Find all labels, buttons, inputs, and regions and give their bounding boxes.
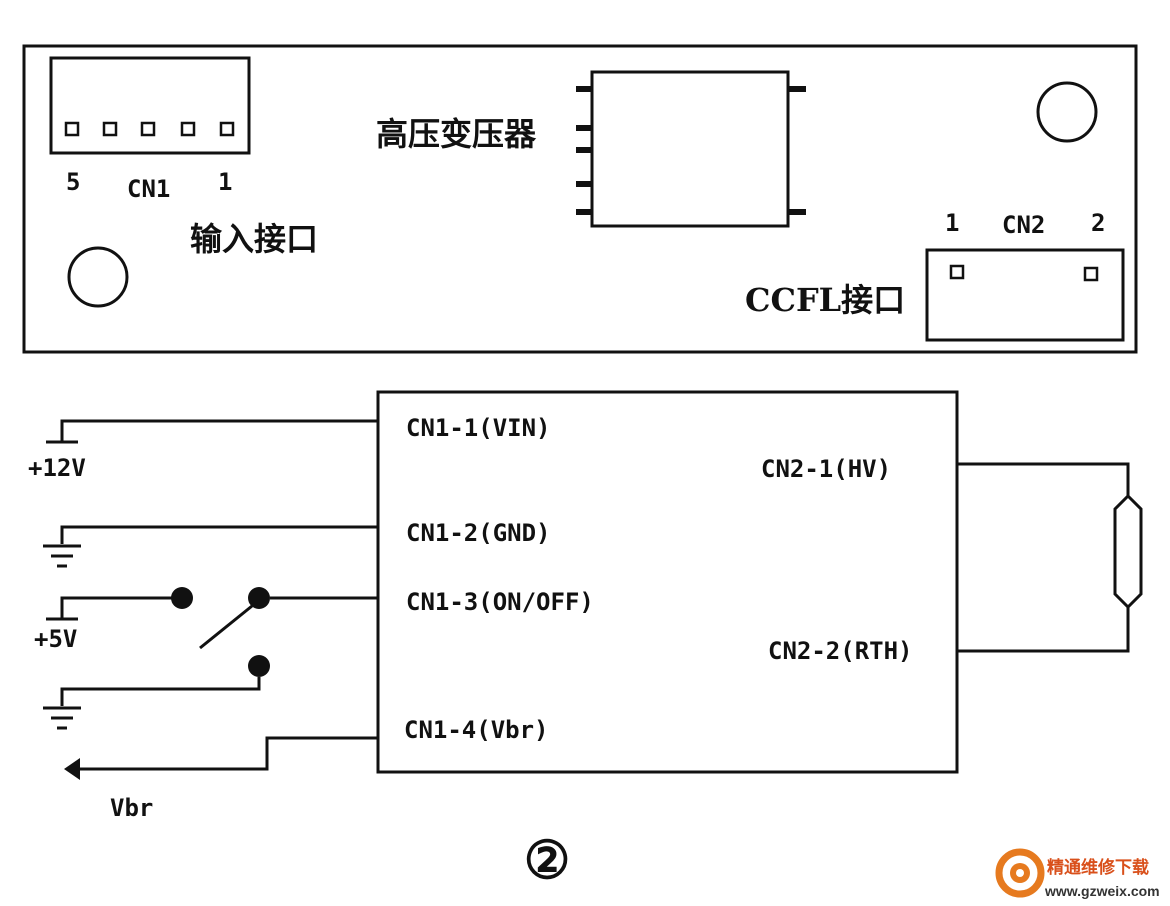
vbr-label: Vbr [110, 794, 153, 822]
cn2-pin [1083, 266, 1099, 282]
watermark: 精通维修下载 www.gzweix.com [995, 848, 1160, 899]
cn1-pin1-label: 1 [218, 168, 232, 196]
cn2-pin2-label: 2 [1091, 209, 1105, 237]
transformer-label: 高压变压器 [376, 115, 537, 153]
mounting-hole-right [1036, 81, 1098, 143]
watermark-logo-icon [995, 848, 1045, 898]
cn1-2-gnd-label: CN1-2(GND) [406, 519, 551, 547]
on-off-switch [60, 587, 378, 706]
cn1-1-vin-label: CN1-1(VIN) [406, 414, 551, 442]
cn1-pin [102, 121, 118, 137]
switch-contact-ground [248, 655, 270, 677]
switch-contact-left [171, 587, 193, 609]
cn1-pin [219, 121, 235, 137]
cn1-pin [180, 121, 196, 137]
inverter-module-block [376, 390, 959, 774]
cn1-name-label: CN1 [127, 175, 170, 203]
cn1-connector [49, 56, 251, 155]
cn1-pin [140, 121, 156, 137]
cn1-pin [64, 121, 80, 137]
cn1-3-onoff-label: CN1-3(ON/OFF) [406, 588, 594, 616]
plus5v-label: +5V [34, 625, 77, 653]
ground-symbol [43, 525, 378, 568]
cn1-4-vbr-label: CN1-4(Vbr) [404, 716, 549, 744]
cn2-pin1-label: 1 [945, 209, 959, 237]
watermark-url: www.gzweix.com [1044, 883, 1160, 899]
cn2-connector [925, 248, 1125, 342]
vbr-arrow-icon [64, 758, 80, 780]
plus12v-supply-wire [46, 419, 378, 444]
hv-transformer [576, 70, 806, 228]
ccfl-lamp [1113, 493, 1143, 610]
plus12v-label: +12V [28, 454, 86, 482]
watermark-site-name: 精通维修下载 [1047, 857, 1149, 878]
switch-contact-common [248, 587, 270, 609]
ccfl-interface-label: CCFL接口 [745, 281, 905, 319]
figure-number: ② [524, 830, 571, 891]
cn2-name-label: CN2 [1002, 211, 1045, 239]
plus5v-supply-wire [46, 596, 182, 621]
cn1-pin5-label: 5 [66, 168, 80, 196]
ground-symbol [43, 706, 81, 730]
cn2-pin [949, 264, 965, 280]
ccfl-lamp-wire [957, 462, 1130, 653]
vbr-input-wire [64, 736, 378, 780]
cn2-2-rth-label: CN2-2(RTH) [768, 637, 913, 665]
input-interface-label: 输入接口 [190, 220, 318, 258]
inverter-board-outline [22, 44, 1138, 354]
mounting-hole-left [67, 246, 129, 308]
cn2-1-hv-label: CN2-1(HV) [761, 455, 891, 483]
